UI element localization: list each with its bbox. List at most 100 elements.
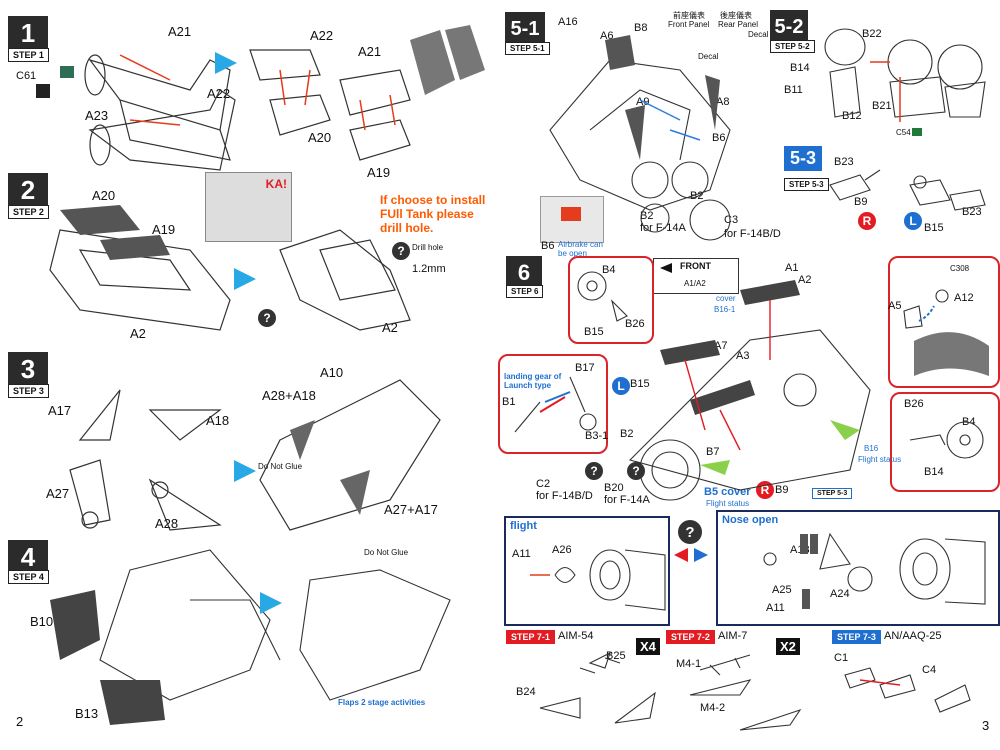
part-b4: B4 [602,264,616,276]
part-b23b: B23 [962,206,982,218]
part-a11: A11 [512,548,531,560]
airbrake-note: Airbrake can be open [558,240,603,258]
intake-drawing [903,289,989,376]
r-marker: R [858,212,876,230]
front-panel: Front Panel [668,20,710,29]
step5-1-label: STEP 5-1 [505,42,550,55]
part-a23: A23 [85,108,109,123]
part-b8: B8 [634,22,648,34]
flight-status-b: Flight status [858,455,902,464]
part-b3-1: B3-1 [585,430,609,442]
step3-label: STEP 3 [8,384,49,398]
part-a20: A20 [308,130,332,145]
help-icon: ? [258,309,276,327]
part-b11: B11 [784,84,803,96]
part-c54: C54 [896,128,911,137]
step5-1-number: 5-1 [505,12,545,46]
part-b6-note: B6 [541,240,555,252]
part-a3: A3 [736,350,750,362]
front-panel-cn: 前座儀表 [673,11,705,20]
part-a21: A21 [168,24,192,39]
step5-2-drawing [824,28,986,122]
part-a8: A8 [716,96,730,108]
part-m4-1: M4-1 [676,658,702,670]
part-m4-2: M4-2 [700,702,726,714]
part-b20: B20 [604,482,624,494]
landing-gear-box [498,354,608,454]
part-a2: A2 [798,274,812,286]
aaq25-drawing [844,667,971,713]
part-a20: A20 [92,188,116,203]
step1-label: STEP 1 [8,48,49,62]
nose-wheel-drawing [909,421,984,459]
part-b9: B9 [775,484,789,496]
step6-label: STEP 6 [506,285,544,298]
part-a27-a17: A27+A17 [384,502,438,517]
part-b2: B2 [620,428,634,440]
part-b1: B1 [502,396,516,408]
nose-open-title: Nose open [722,514,779,526]
part-a25: A25 [772,584,792,596]
part-b23: B23 [834,156,854,168]
arrow [215,52,237,74]
part-a19: A19 [367,165,391,180]
c3-note: for F-14B/D [724,228,781,240]
step7-3-label: STEP 7-3 [832,630,881,644]
part-b2b: B2 [640,210,654,222]
step5-3-ref: STEP 5-3 [812,488,853,499]
part-a2: A2 [130,326,146,341]
part-b6: B6 [712,132,726,144]
help-icon: ? [585,462,603,480]
nose-open-box [716,510,1000,626]
part-a19: A19 [152,222,176,237]
part-a26: A26 [552,544,572,556]
l-marker: L [904,212,922,230]
c308: C308 [950,264,970,273]
part-b26: B26 [625,318,645,330]
part-a5: A5 [888,300,902,312]
landing-gear-drawing [514,376,597,433]
arrow [234,460,256,482]
step5-1-drawing [549,35,731,241]
drill-size: 1.2mm [412,263,446,275]
part-c4: C4 [922,664,937,676]
part-a11b: A11 [766,602,785,614]
part-b21: B21 [872,100,892,112]
aim7-drawing [689,654,802,731]
part-a12: A12 [954,292,974,304]
step2-number: 2 [8,173,48,207]
drill-label: Drill hole [412,243,444,252]
part-b9: B9 [854,196,868,208]
flight-drawing [530,549,666,611]
intake-detail-box [888,256,1000,388]
flaps-caption: Flaps 2 stage activities [338,698,426,707]
part-a17: A17 [48,403,72,418]
part-b10: B10 [30,614,54,629]
part-b15: B15 [924,222,944,234]
part-a28-a18: A28+A18 [262,388,316,403]
part-a10: A10 [320,365,344,380]
page-number: 3 [982,718,990,733]
step4-label: STEP 4 [8,570,49,584]
step4-number: 4 [8,540,48,574]
cover-part: B16-1 [714,305,736,314]
arrow-left-icon [674,548,688,562]
front-sub: A1/A2 [684,279,706,288]
b20-note: for F-14A [604,494,650,506]
part-a16: A16 [558,16,578,28]
arrow [260,592,282,614]
warning-text: KA! [265,177,287,191]
step2-label: STEP 2 [8,205,49,219]
step5-2-number: 5-2 [770,10,808,44]
step5-3-drawing [829,169,986,211]
flight-status: Flight status [706,499,750,508]
part-c2: C2 [536,478,551,490]
help-icon: ? [392,242,410,260]
page-number: 2 [16,714,24,729]
decal: Decal [698,52,719,61]
arrow [234,268,256,290]
do-not-glue: Do Not Glue [364,548,409,557]
part-a21b: A21 [358,44,382,59]
step4-drawing [50,549,451,725]
arrow-right-icon [694,548,708,562]
